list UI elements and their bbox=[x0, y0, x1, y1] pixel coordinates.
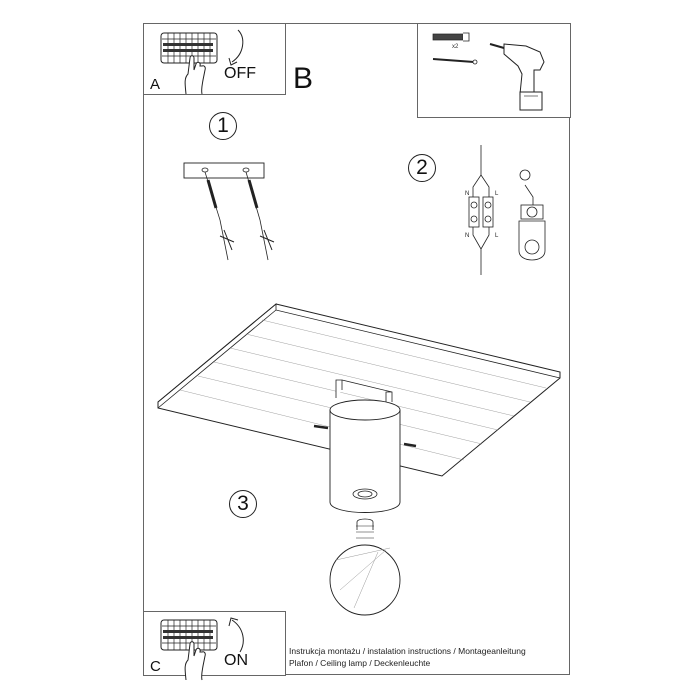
required-tools-panel: x2 bbox=[417, 23, 571, 118]
switch-state-label: ON bbox=[224, 652, 248, 669]
screw-icon bbox=[432, 58, 478, 65]
ceiling-lamp-assembly-illustration bbox=[157, 303, 561, 616]
panel-c-power-on: C ON bbox=[143, 611, 286, 681]
instruction-sheet-frame bbox=[143, 23, 570, 675]
panel-letter: A bbox=[150, 76, 161, 93]
quantity-label: x2 bbox=[452, 44, 459, 50]
hand-icon bbox=[184, 55, 206, 95]
circuit-breaker-icon bbox=[160, 619, 218, 651]
arrow-up-icon bbox=[228, 617, 244, 653]
panel-letter-b: B bbox=[293, 62, 314, 95]
step-number-1: 1 bbox=[209, 112, 237, 140]
svg-text:L: L bbox=[495, 233, 499, 239]
document-caption: Instrukcja montażu / instalation instruc… bbox=[289, 645, 526, 669]
panel-letter: C bbox=[150, 658, 161, 675]
wiring-diagram-illustration: N L N L bbox=[465, 145, 546, 275]
drill-icon bbox=[489, 43, 545, 111]
caption-line-1: Instrukcja montażu / instalation instruc… bbox=[289, 646, 526, 656]
switch-state-label: OFF bbox=[224, 65, 256, 82]
arrow-down-icon bbox=[228, 29, 244, 66]
svg-text:L: L bbox=[495, 191, 499, 197]
step-number-2: 2 bbox=[408, 154, 436, 182]
wall-plug-icon bbox=[432, 32, 470, 42]
hand-icon bbox=[184, 641, 206, 681]
svg-text:N: N bbox=[465, 191, 469, 197]
panel-a-power-off: A OFF bbox=[143, 23, 286, 95]
caption-line-2: Plafon / Ceiling lamp / Deckenleuchte bbox=[289, 658, 431, 668]
step-number-3: 3 bbox=[229, 490, 257, 518]
svg-text:N: N bbox=[465, 233, 469, 239]
mounting-bracket-illustration bbox=[183, 162, 275, 261]
